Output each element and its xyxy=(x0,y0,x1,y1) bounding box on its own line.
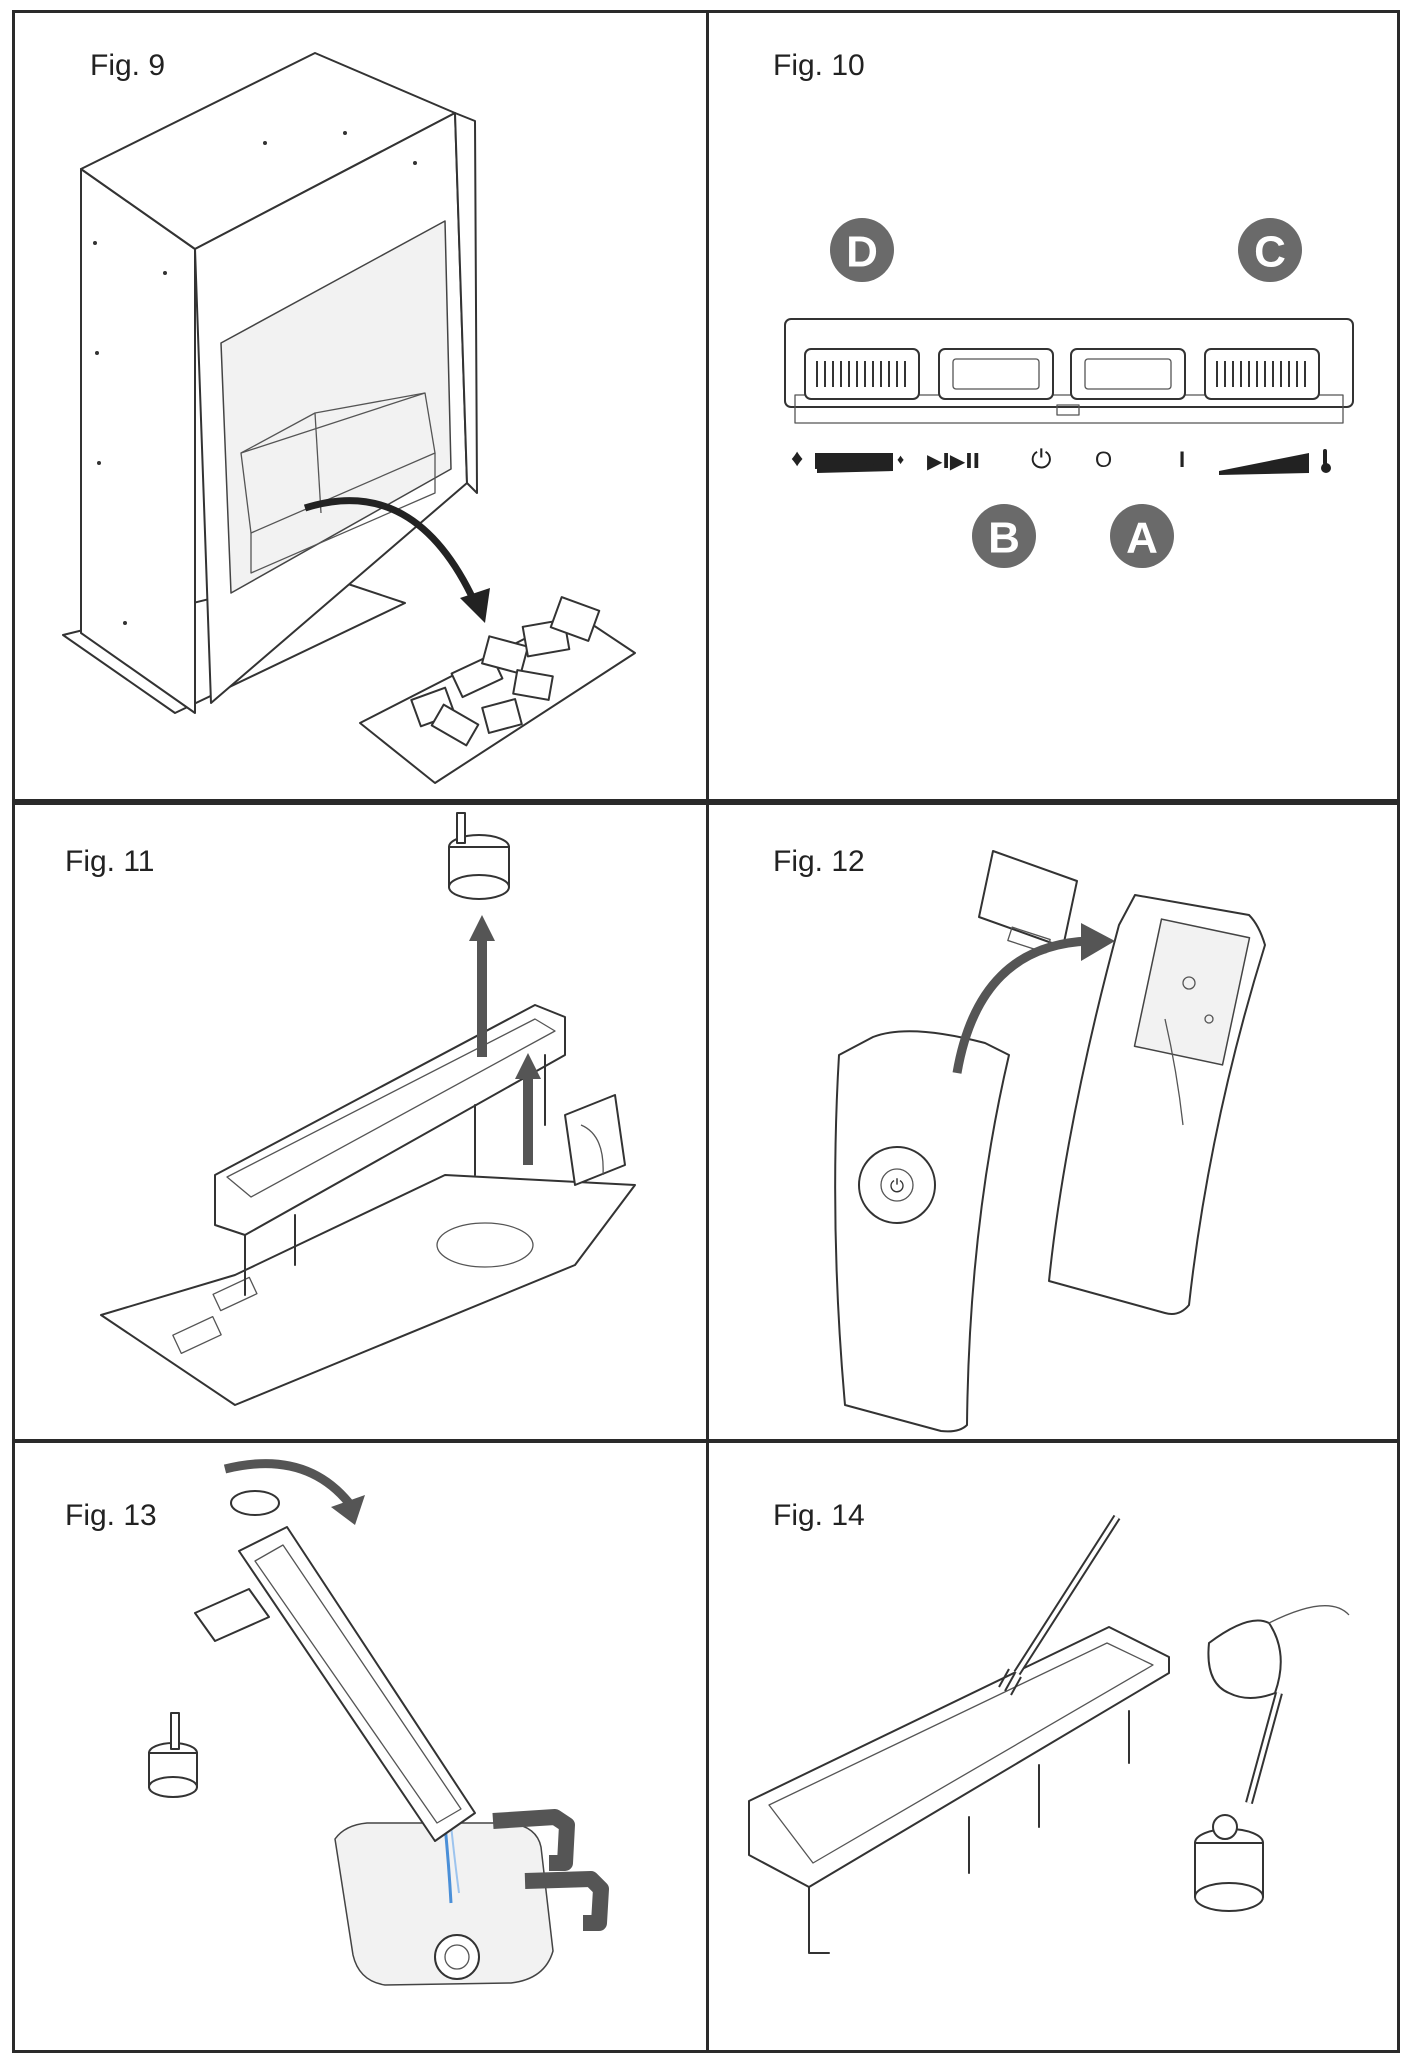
svg-text:B: B xyxy=(988,514,1020,563)
fig-14-label: Fig. 14 xyxy=(773,1499,865,1532)
svg-text:D: D xyxy=(846,228,878,277)
control-panel-illustration xyxy=(784,318,1354,475)
callout-b: B xyxy=(972,504,1036,568)
callout-c: C xyxy=(1238,218,1302,282)
panel-fig-9: Fig. 9 xyxy=(12,10,709,802)
svg-text:A: A xyxy=(1126,514,1158,563)
fireplace-insert-illustration xyxy=(62,52,636,784)
remote-battery-illustration: ⏻ xyxy=(834,850,1266,1433)
thermometer-icon xyxy=(1321,449,1331,473)
fig-13-label: Fig. 13 xyxy=(65,1499,157,1532)
panel-fig-11: Fig. 11 xyxy=(12,802,709,1442)
off-symbol: O xyxy=(1095,447,1113,472)
panel-fig-14: Fig. 14 xyxy=(706,1440,1400,2053)
panel-fig-13: Fig. 13 xyxy=(12,1440,709,2053)
fig-11-label: Fig. 11 xyxy=(65,845,155,878)
fig-9-label: Fig. 9 xyxy=(90,49,166,82)
mode-symbol: ▶I▶II xyxy=(927,449,981,473)
water-tank-illustration xyxy=(100,812,636,1406)
panel-fig-12: Fig. 12 ⏻ xyxy=(706,802,1400,1442)
cleaning-brush-illustration xyxy=(748,1514,1350,1954)
fig-10-label: Fig. 10 xyxy=(773,49,865,82)
panel-fig-10: Fig. 10 xyxy=(706,10,1400,802)
callout-a: A xyxy=(1110,504,1174,568)
on-symbol: I xyxy=(1179,447,1186,472)
flame-icon: ♦ xyxy=(791,445,804,472)
svg-text:⏻: ⏻ xyxy=(890,1176,904,1197)
flame-small-icon: ♦ xyxy=(897,451,905,467)
power-icon: ⏻ xyxy=(1031,445,1052,475)
svg-text:C: C xyxy=(1254,228,1286,277)
tank-emptying-illustration xyxy=(148,1459,609,1986)
callout-d: D xyxy=(830,218,894,282)
fig-12-label: Fig. 12 xyxy=(773,845,865,878)
